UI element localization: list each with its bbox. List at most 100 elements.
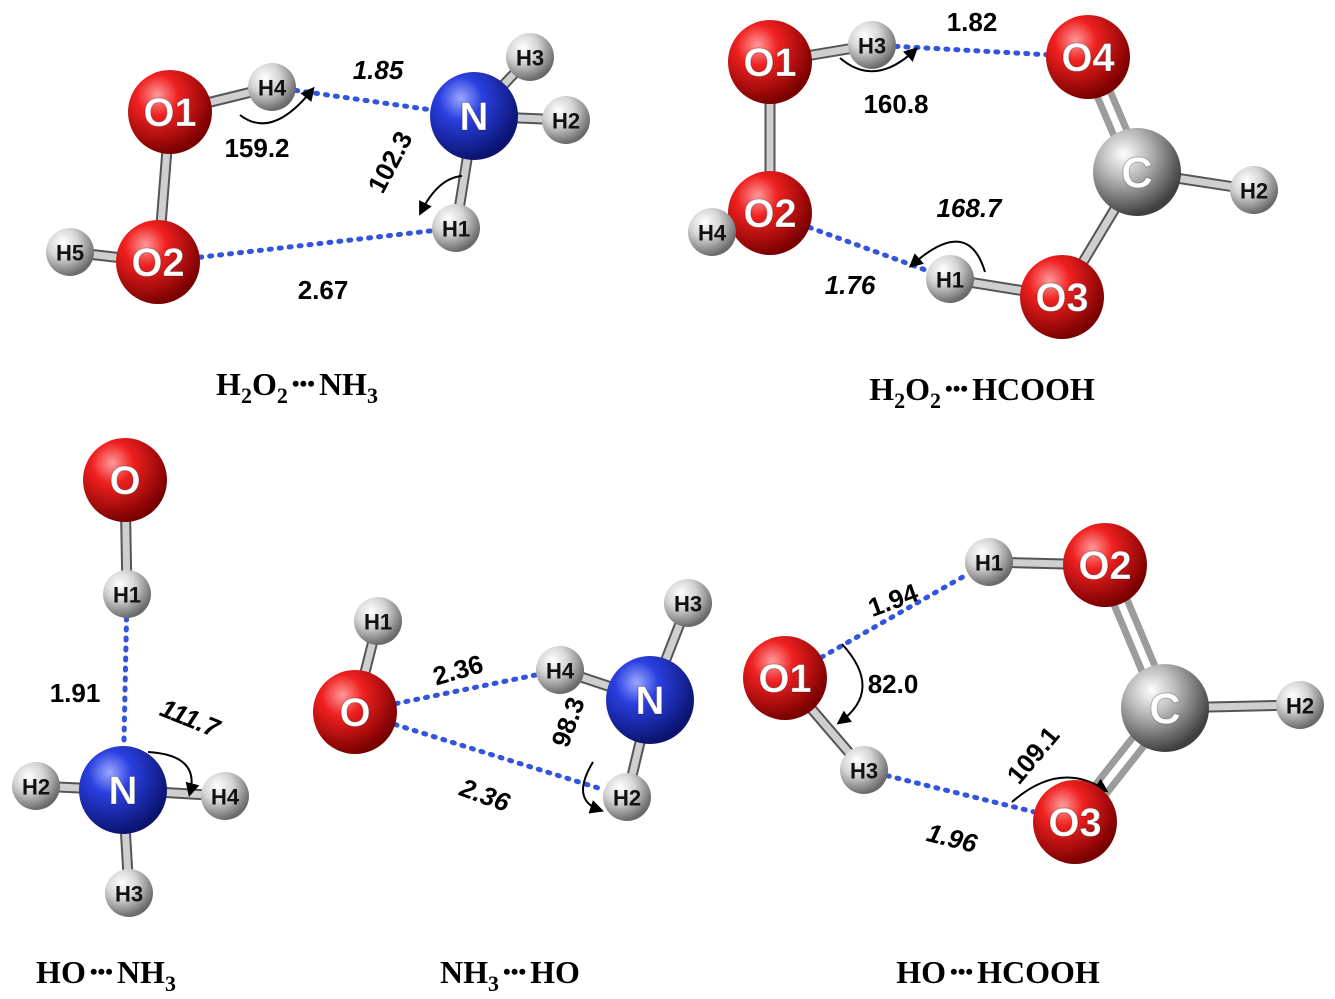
atom-sphere <box>1046 15 1130 99</box>
angle-arc-arrow <box>839 47 919 73</box>
atom-h4: H4 <box>248 63 296 111</box>
atom-sphere <box>12 762 60 810</box>
caption-sub1: 2 <box>241 383 252 408</box>
atom-sphere <box>46 228 94 276</box>
atom-h2: H2 <box>1230 166 1278 214</box>
atom-h1: H1 <box>432 204 480 252</box>
atom-sphere <box>1121 664 1209 752</box>
measurement-label: 2.36 <box>430 649 487 692</box>
atom-label: H1 <box>936 268 964 293</box>
measurement-label: 1.91 <box>50 678 101 708</box>
measurement-label: 102.3 <box>361 126 418 198</box>
atom-label: N <box>636 679 665 723</box>
caption-dots: ••• <box>292 371 315 396</box>
atom-h3: H3 <box>848 21 896 69</box>
atom-sphere <box>728 171 812 255</box>
atom-h2: H2 <box>12 762 60 810</box>
caption-left: H <box>869 371 894 407</box>
measurement-label: 168.7 <box>936 193 1003 223</box>
atom-label: H1 <box>113 583 141 608</box>
atom-o3: O3 <box>1020 255 1104 339</box>
atom-n: N <box>79 746 167 834</box>
caption-dots: ••• <box>503 959 526 984</box>
atom-sphere <box>313 670 397 754</box>
atom-label: H2 <box>22 775 50 800</box>
atom-h2: H2 <box>1276 681 1324 729</box>
atom-h3: H3 <box>506 33 554 81</box>
atom-sphere <box>848 21 896 69</box>
atom-sphere <box>83 438 167 522</box>
hydrogen-bond-o1-h1 <box>819 571 971 660</box>
atom-label: H4 <box>698 221 727 246</box>
caption-right: HCOOH <box>972 371 1095 407</box>
atom-label: H1 <box>364 610 392 635</box>
atom-h1: H1 <box>965 538 1013 586</box>
atom-n: N <box>430 72 518 160</box>
atom-label: O1 <box>758 657 811 701</box>
atom-c: C <box>1121 664 1209 752</box>
atom-label: H5 <box>56 241 84 266</box>
atom-label: O <box>109 459 140 503</box>
hydrogen-bonds-layer <box>121 43 1049 815</box>
atom-h1: H1 <box>354 597 402 645</box>
atom-sphere <box>965 538 1013 586</box>
atom-sphere <box>926 255 974 303</box>
atom-sphere <box>542 96 590 144</box>
atom-o1: O1 <box>743 636 827 720</box>
hydrogen-bond-o-h2 <box>392 722 607 793</box>
measurement-label: 1.96 <box>924 817 981 858</box>
atom-sphere <box>116 220 200 304</box>
atom-sphere <box>728 20 812 104</box>
measurement-label: 2.67 <box>298 275 349 305</box>
atom-h4: H4 <box>536 646 584 694</box>
hydrogen-bond-o2-h1 <box>197 228 435 260</box>
atom-label: H2 <box>1286 694 1314 719</box>
atom-o2: O2 <box>1063 523 1147 607</box>
atom-h3: H3 <box>840 746 888 794</box>
atom-h2: H2 <box>542 96 590 144</box>
atom-label: O3 <box>1035 276 1088 320</box>
atom-label: O2 <box>1078 544 1131 588</box>
hydrogen-bond-h4-n <box>293 87 433 113</box>
caption-dots: ••• <box>950 959 973 984</box>
caption-right: HO <box>530 954 580 990</box>
atom-label: H4 <box>258 76 287 101</box>
atom-h4: H4 <box>688 208 736 256</box>
atom-o1: O1 <box>128 70 212 154</box>
atom-label: H2 <box>613 786 641 811</box>
atom-sphere <box>1093 128 1181 216</box>
atom-o4: O4 <box>1046 15 1130 99</box>
atom-sphere <box>1020 255 1104 339</box>
atom-sphere <box>743 636 827 720</box>
atom-sphere <box>79 746 167 834</box>
caption-mid: O <box>252 366 277 402</box>
caption-dots: ••• <box>945 376 968 401</box>
atom-label: O <box>339 691 370 735</box>
caption-right: NH <box>319 366 367 402</box>
angle-arc-arrow <box>147 751 200 798</box>
caption-sub1: 2 <box>894 388 905 413</box>
caption-dots: ••• <box>90 959 113 984</box>
caption-mid: O <box>905 371 930 407</box>
atom-sphere <box>103 570 151 618</box>
atom-sphere <box>128 70 212 154</box>
measurement-label: 82.0 <box>868 669 919 699</box>
atom-sphere <box>603 773 651 821</box>
atom-o: O <box>313 670 397 754</box>
atom-label: C <box>1149 685 1181 734</box>
panel-caption: HO•••NH3 <box>36 954 176 996</box>
atom-sphere <box>506 33 554 81</box>
atom-c: C <box>1093 128 1181 216</box>
atom-sphere <box>840 746 888 794</box>
atom-sphere <box>248 63 296 111</box>
atom-sphere <box>688 208 736 256</box>
atom-h4: H4 <box>201 772 249 820</box>
atom-label: O2 <box>743 192 796 236</box>
panel-caption: H2O2•••NH3 <box>216 366 378 408</box>
caption-right: HCOOH <box>977 954 1100 990</box>
atom-h1: H1 <box>103 570 151 618</box>
atom-label: O1 <box>743 41 796 85</box>
hydrogen-bond-h3-o4 <box>893 43 1049 58</box>
